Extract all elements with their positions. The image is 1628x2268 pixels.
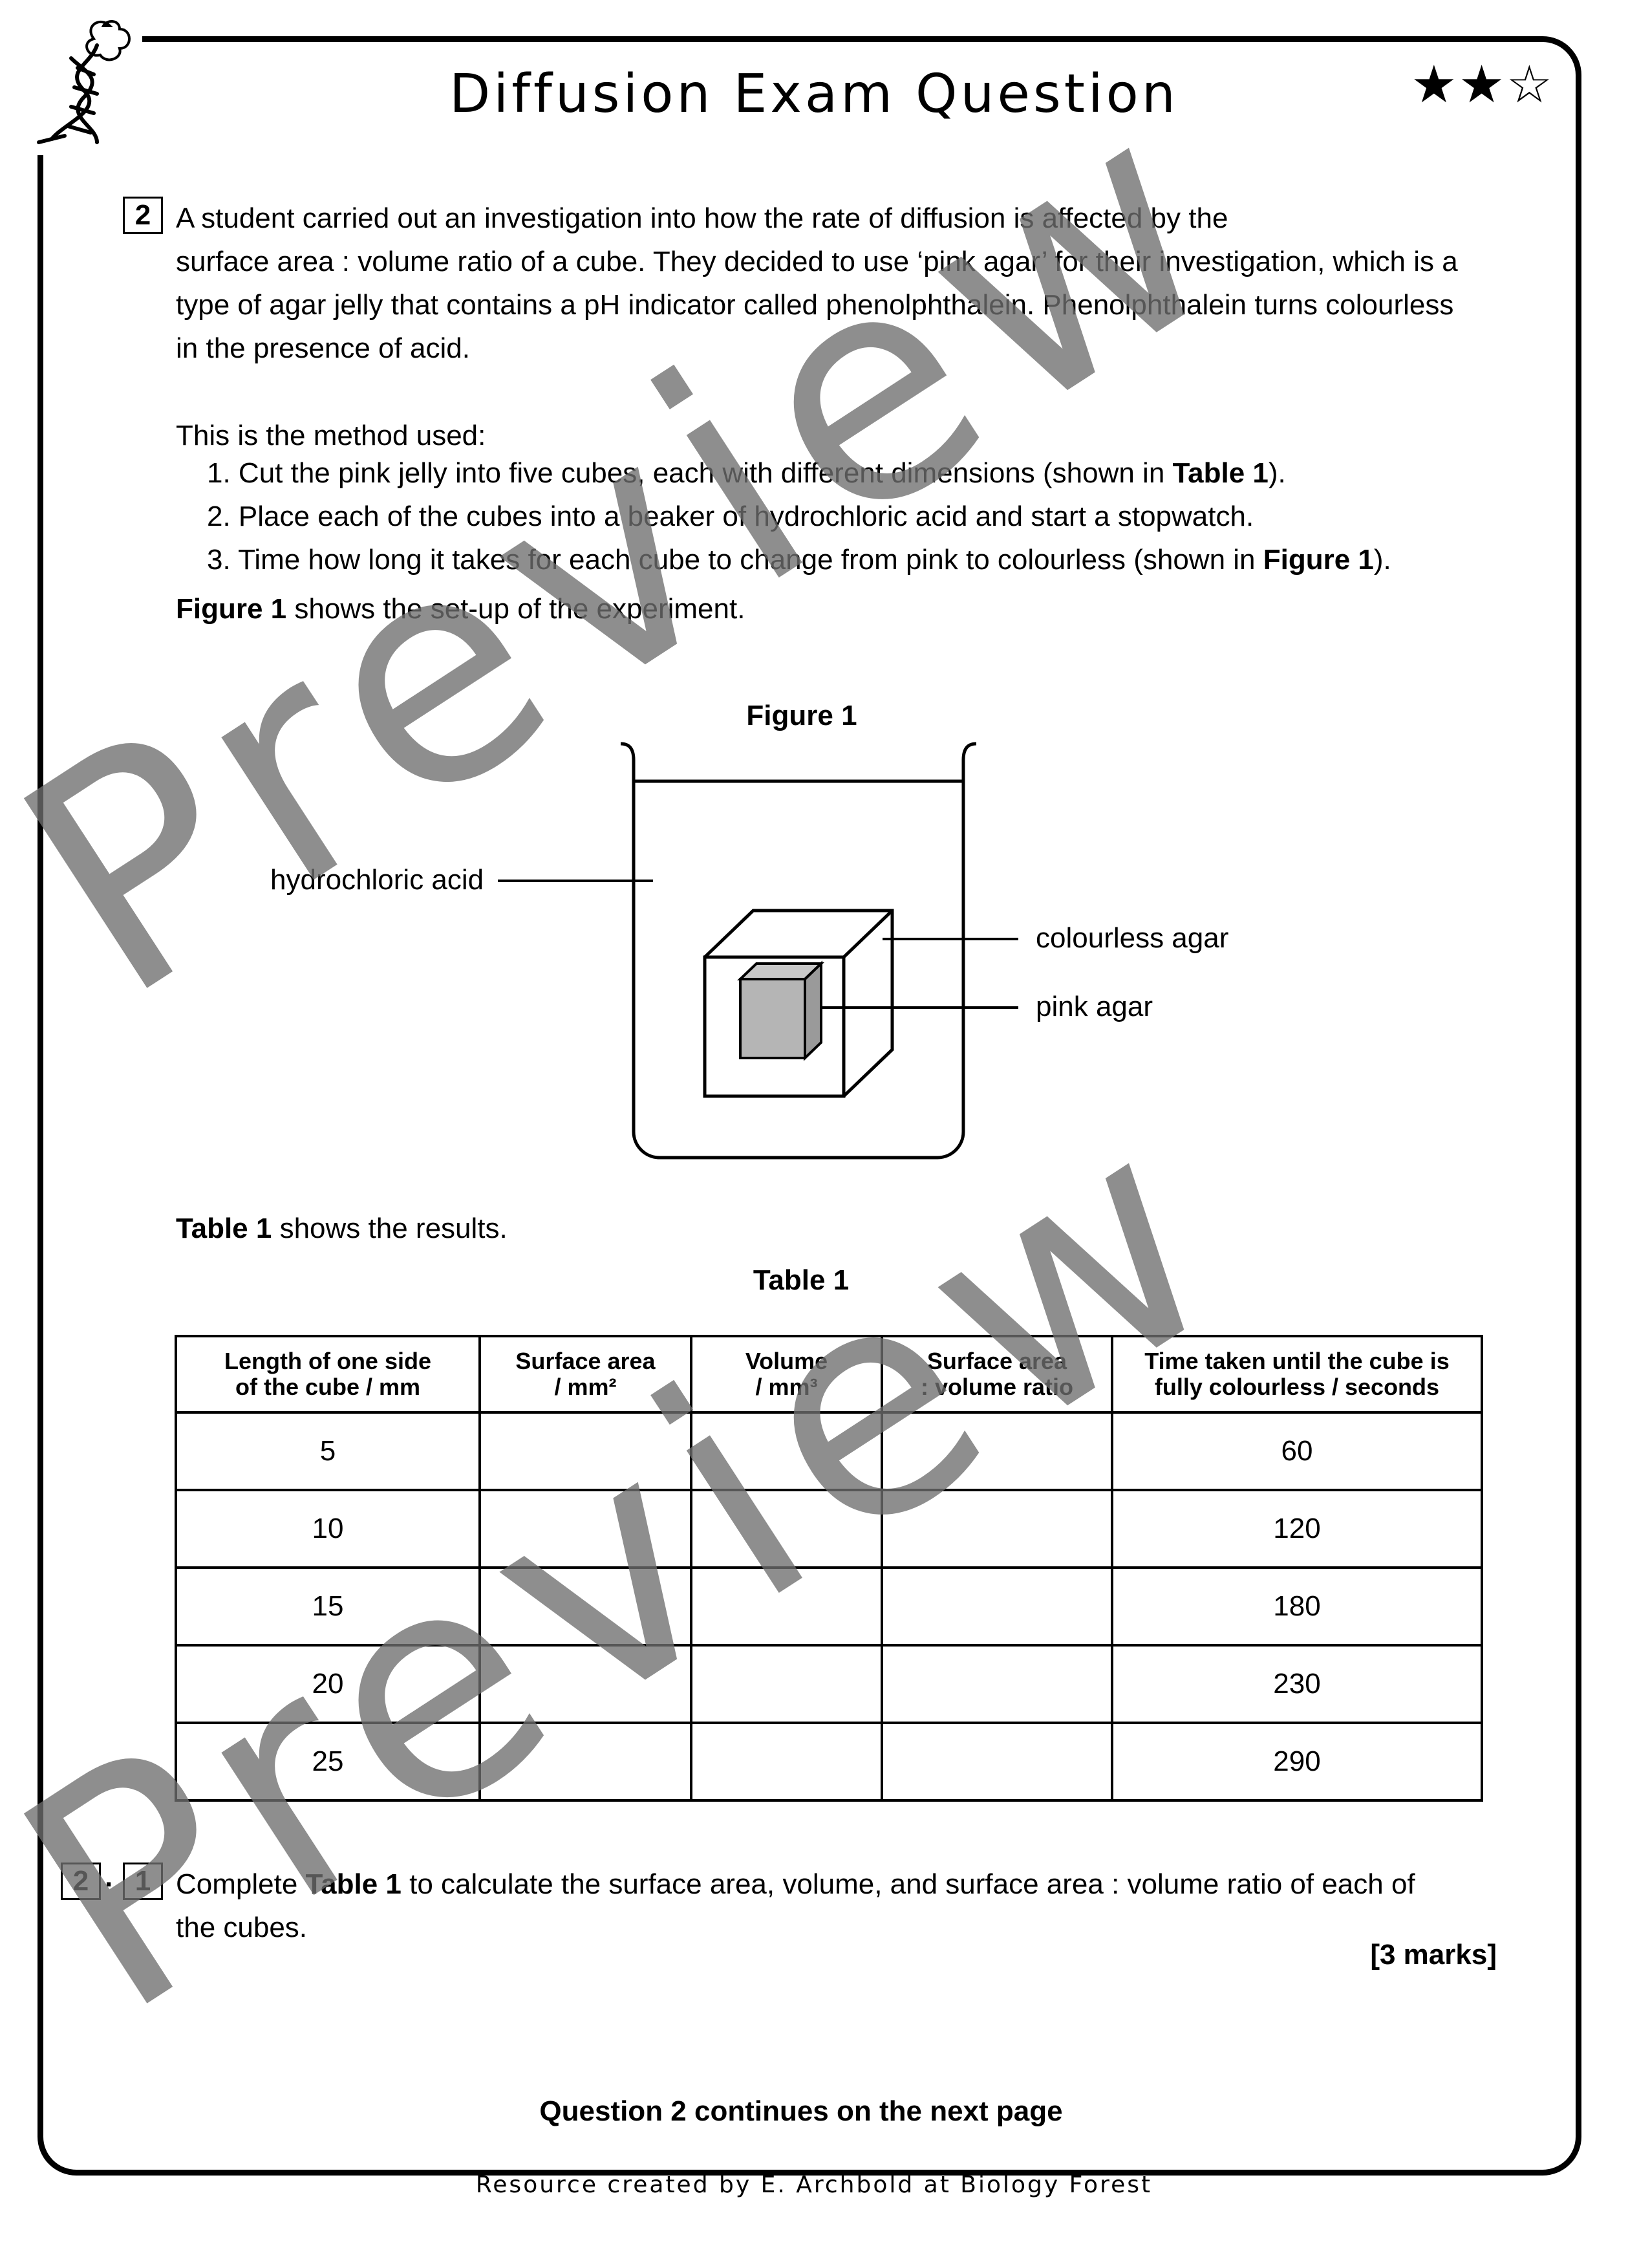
- subquestion-number-box: 2: [61, 1863, 101, 1900]
- cell-length: 20: [175, 1644, 481, 1724]
- intro-line: surface area : volume ratio of a cube. T…: [176, 246, 1458, 277]
- label-hydrochloric-acid: hydrochloric acid: [270, 864, 484, 896]
- cell-surface-area[interactable]: [478, 1411, 692, 1491]
- cell-time: 230: [1111, 1644, 1483, 1724]
- cell-volume[interactable]: [690, 1644, 883, 1724]
- table-row: 15 180: [175, 1566, 1483, 1647]
- beaker-diagram: [498, 742, 1018, 1160]
- dna-tree-logo: [37, 20, 131, 144]
- cell-time: 180: [1111, 1566, 1483, 1647]
- subquestion-dot: .: [105, 1861, 113, 1893]
- cell-time: 120: [1111, 1489, 1483, 1569]
- cell-length: 5: [175, 1411, 481, 1491]
- header-volume: Volume/ mm³: [690, 1335, 883, 1414]
- method-step-3: 3. Time how long it takes for each cube …: [207, 544, 1391, 576]
- header-surface-area: Surface area/ mm²: [478, 1335, 692, 1414]
- difficulty-stars: ★★☆: [1411, 54, 1554, 114]
- label-colourless-agar: colourless agar: [1036, 922, 1229, 954]
- table-row: 25 290: [175, 1722, 1483, 1802]
- cell-surface-area[interactable]: [478, 1644, 692, 1724]
- cell-ratio[interactable]: [881, 1644, 1113, 1724]
- cell-ratio[interactable]: [881, 1722, 1113, 1802]
- cell-ratio[interactable]: [881, 1566, 1113, 1647]
- method-step-1: 1. Cut the pink jelly into five cubes, e…: [207, 457, 1286, 489]
- marks-label: [3 marks]: [1370, 1939, 1497, 1971]
- question-intro: A student carried out an investigation i…: [176, 197, 1521, 370]
- cell-surface-area[interactable]: [478, 1722, 692, 1802]
- subquestion-text: Complete Table 1 to calculate the surfac…: [176, 1868, 1415, 1943]
- intro-line: A student carried out an investigation i…: [176, 202, 1228, 234]
- table-title: Table 1: [753, 1264, 850, 1296]
- cell-length: 25: [175, 1722, 481, 1802]
- cell-volume[interactable]: [690, 1411, 883, 1491]
- cell-ratio[interactable]: [881, 1411, 1113, 1491]
- page-frame: [37, 36, 1581, 2176]
- cell-volume[interactable]: [690, 1722, 883, 1802]
- method-step-2: 2. Place each of the cubes into a beaker…: [207, 501, 1254, 532]
- cell-time: 60: [1111, 1411, 1483, 1491]
- cell-volume[interactable]: [690, 1566, 883, 1647]
- table-row: 20 230: [175, 1644, 1483, 1724]
- figure-title: Figure 1: [746, 700, 857, 731]
- figure-reference: Figure 1 shows the set-up of the experim…: [176, 593, 745, 625]
- cell-ratio[interactable]: [881, 1489, 1113, 1569]
- cell-surface-area[interactable]: [478, 1566, 692, 1647]
- footer-credit: Resource created by E. Archbold at Biolo…: [475, 2172, 1153, 2198]
- label-pink-agar: pink agar: [1036, 991, 1153, 1022]
- table-row: 10 120: [175, 1489, 1483, 1569]
- table-intro: Table 1 shows the results.: [176, 1213, 508, 1244]
- cell-length: 15: [175, 1566, 481, 1647]
- intro-line: in the presence of acid.: [176, 332, 470, 364]
- cell-time: 290: [1111, 1722, 1483, 1802]
- continues-note: Question 2 continues on the next page: [539, 2095, 1063, 2127]
- method-intro: This is the method used:: [176, 420, 486, 451]
- cell-length: 10: [175, 1489, 481, 1569]
- header-ratio: Surface area: volume ratio: [881, 1335, 1113, 1414]
- subquestion-part-box: 1: [123, 1863, 163, 1900]
- question-number-box: 2: [123, 197, 163, 234]
- page-title: Diffusion Exam Question: [449, 63, 1179, 125]
- intro-line: type of agar jelly that contains a pH in…: [176, 289, 1454, 321]
- table-row: 5 60: [175, 1411, 1483, 1491]
- cell-volume[interactable]: [690, 1489, 883, 1569]
- cell-surface-area[interactable]: [478, 1489, 692, 1569]
